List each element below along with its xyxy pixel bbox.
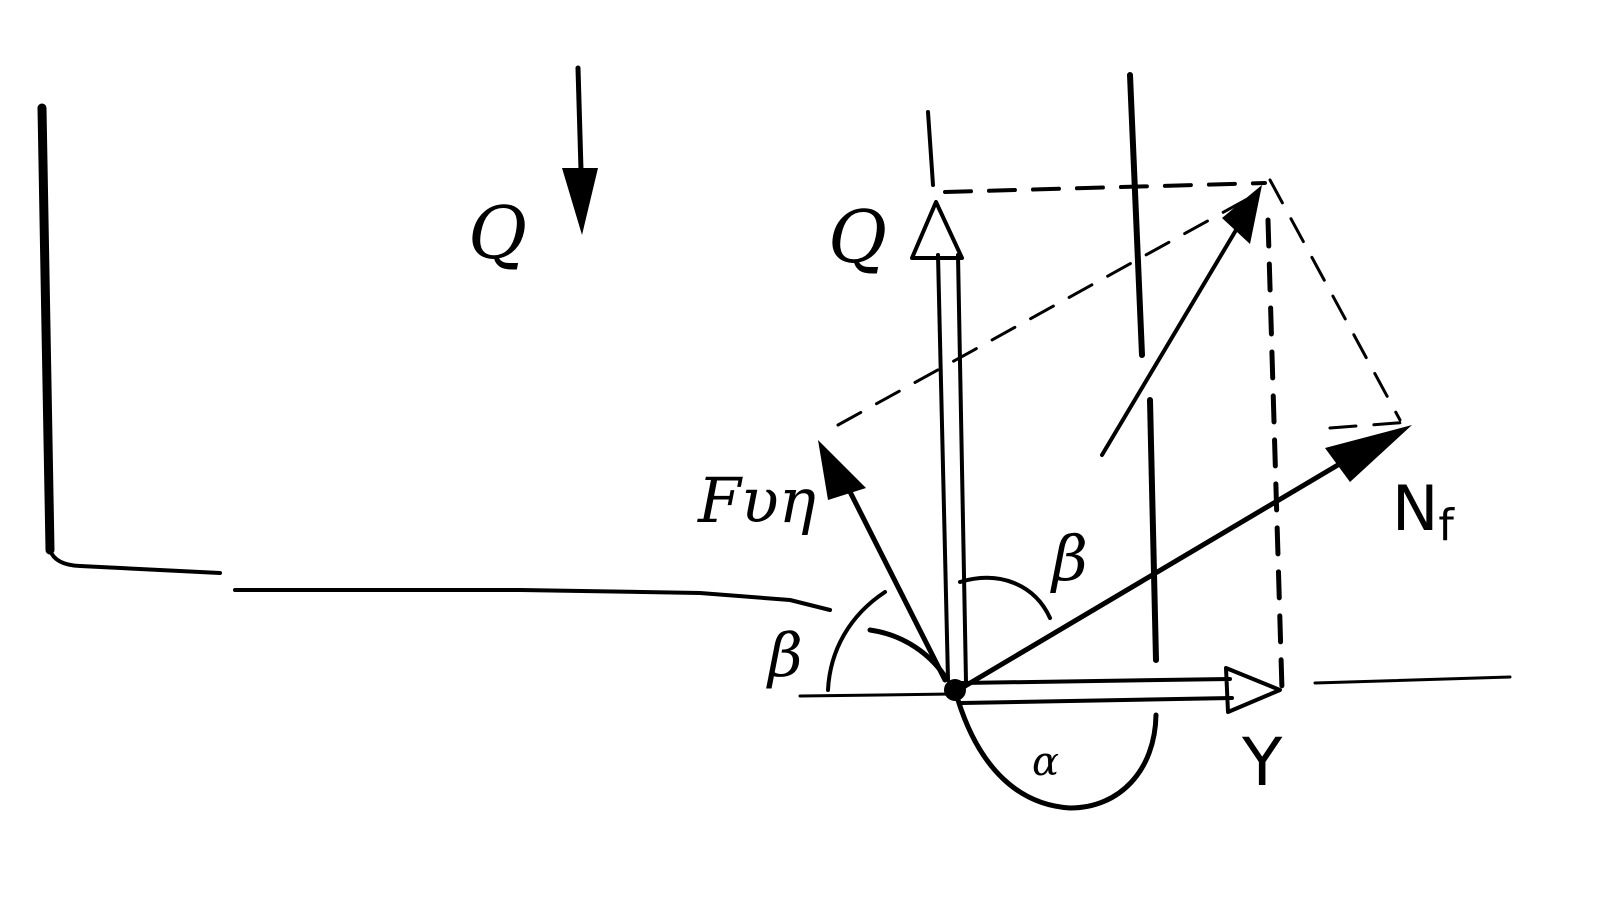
label-beta-right: β [1050,522,1088,595]
wall-outline [37,103,55,555]
vertical-line-right [1127,72,1159,663]
origin-point [944,679,966,701]
label-n-main: N [1392,472,1438,545]
ground-line-right [1313,675,1512,685]
dashed-right-vertical [1265,217,1285,693]
label-n-vector: Nf [1392,472,1455,551]
angle-arc-beta-left [826,590,887,692]
vector-n-arrowhead [1325,425,1412,482]
hollow-arrow-q [910,200,968,684]
label-alpha: α [1032,739,1059,785]
vertical-line-left [926,110,935,187]
deck-outline [48,548,832,612]
label-f-vector: Fυη [697,464,816,537]
hollow-arrow-y [960,666,1282,714]
vector-f [835,465,948,683]
load-arrow-q [575,65,584,173]
resultant-arrow [1100,213,1247,457]
label-q-vertical: Q [828,195,887,279]
label-q-top: Q [468,191,527,275]
angle-arc-beta-right [958,576,1052,620]
dashed-short [1328,420,1412,430]
dashed-diagonal [836,190,1262,427]
vector-n [952,437,1383,695]
dashed-slant [1268,178,1402,422]
vector-f-arrowhead [818,440,866,500]
load-arrowhead-q [562,168,598,235]
angle-arc-beta-left-inner [867,627,947,678]
label-n-subscript: f [1438,500,1455,551]
resultant-arrowhead [1222,185,1262,244]
angle-arc-alpha [955,697,1159,811]
ground-line-left [798,692,954,698]
dashed-top [943,181,1267,194]
label-beta-left: β [766,621,803,691]
label-y-vector: Y [1241,724,1283,801]
